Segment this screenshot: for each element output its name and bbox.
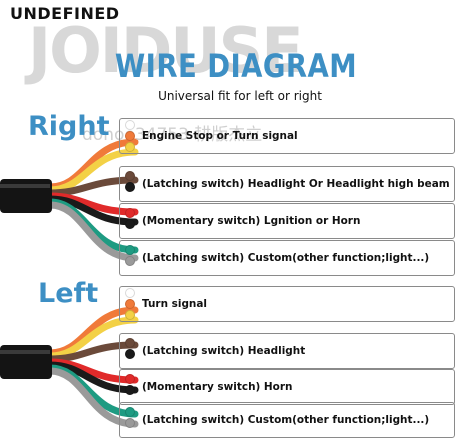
corner-label: UNDEFINED xyxy=(10,4,120,23)
wire-function-label: Engine Stop or Turn signal xyxy=(142,129,298,142)
wire-strand xyxy=(46,195,139,226)
cable-sheath-highlight xyxy=(0,184,50,188)
wire-function-label: Turn signal xyxy=(142,297,208,310)
wire-dot-teal xyxy=(125,407,135,417)
cable-sheath-highlight xyxy=(0,350,50,354)
cable-bundle-right xyxy=(0,138,139,262)
wire-color-dots xyxy=(125,171,137,193)
wire-dot-black xyxy=(125,219,135,229)
wire-function-box: (Latching switch) Headlight xyxy=(119,333,455,369)
brand-watermark: JOIDUSE xyxy=(28,14,304,87)
wire-strand xyxy=(46,367,139,428)
wire-function-label: (Latching switch) Custom(other function;… xyxy=(142,413,430,426)
wire-strand xyxy=(46,341,139,363)
wire-dot-white xyxy=(125,288,135,298)
wire-color-dots xyxy=(125,208,137,230)
wire-dot-black xyxy=(125,182,135,192)
wire-dot-brown xyxy=(125,338,135,348)
wire-function-box: (Latching switch) Headlight Or Headlight… xyxy=(119,166,455,202)
wire-dot-white xyxy=(125,120,135,130)
wire-function-box: Turn signal xyxy=(119,286,455,322)
wire-dot-brown xyxy=(125,171,135,181)
wire-function-label: (Momentary switch) Horn xyxy=(142,380,293,393)
wire-color-dots xyxy=(125,338,137,360)
wire-function-label: (Latching switch) Headlight Or Headlight… xyxy=(142,177,450,190)
section-label-right: Right xyxy=(28,111,110,142)
diagram-subtitle: Universal fit for left or right xyxy=(158,89,322,103)
wire-color-dots xyxy=(125,245,137,267)
wire-color-dots xyxy=(125,374,137,396)
wire-dot-black xyxy=(125,385,135,395)
wire-dot-gray xyxy=(125,256,135,266)
wire-dot-gray xyxy=(125,418,135,428)
wire-dot-orange xyxy=(125,131,135,141)
wire-function-box: Engine Stop or Turn signal xyxy=(119,118,455,154)
wire-function-box: (Momentary switch) Horn xyxy=(119,369,455,405)
cable-bundle-left xyxy=(0,306,139,428)
wire-dot-orange xyxy=(125,299,135,309)
wire-dot-yellow xyxy=(125,142,135,152)
wire-dot-red xyxy=(125,374,135,384)
wire-function-label: (Latching switch) Custom(other function;… xyxy=(142,251,430,264)
wire-function-box: (Momentary switch) Lgnition or Horn xyxy=(119,203,455,239)
wire-strand xyxy=(46,176,139,197)
wire-function-box: (Latching switch) Custom(other function;… xyxy=(119,402,455,438)
wire-dot-black xyxy=(125,349,135,359)
wire-strand xyxy=(46,201,139,262)
wire-color-dots xyxy=(125,407,137,429)
wire-dot-red xyxy=(125,208,135,218)
section-label-left: Left xyxy=(38,278,99,309)
wire-color-dots xyxy=(125,120,137,153)
wire-dot-yellow xyxy=(125,310,135,320)
diagram-title: WIRE DIAGRAM xyxy=(114,47,358,85)
wire-dot-teal xyxy=(125,245,135,255)
wire-function-box: (Latching switch) Custom(other function;… xyxy=(119,240,455,276)
wire-function-label: (Momentary switch) Lgnition or Horn xyxy=(142,214,361,227)
wire-color-dots xyxy=(125,288,137,321)
wire-function-label: (Latching switch) Headlight xyxy=(142,344,306,357)
